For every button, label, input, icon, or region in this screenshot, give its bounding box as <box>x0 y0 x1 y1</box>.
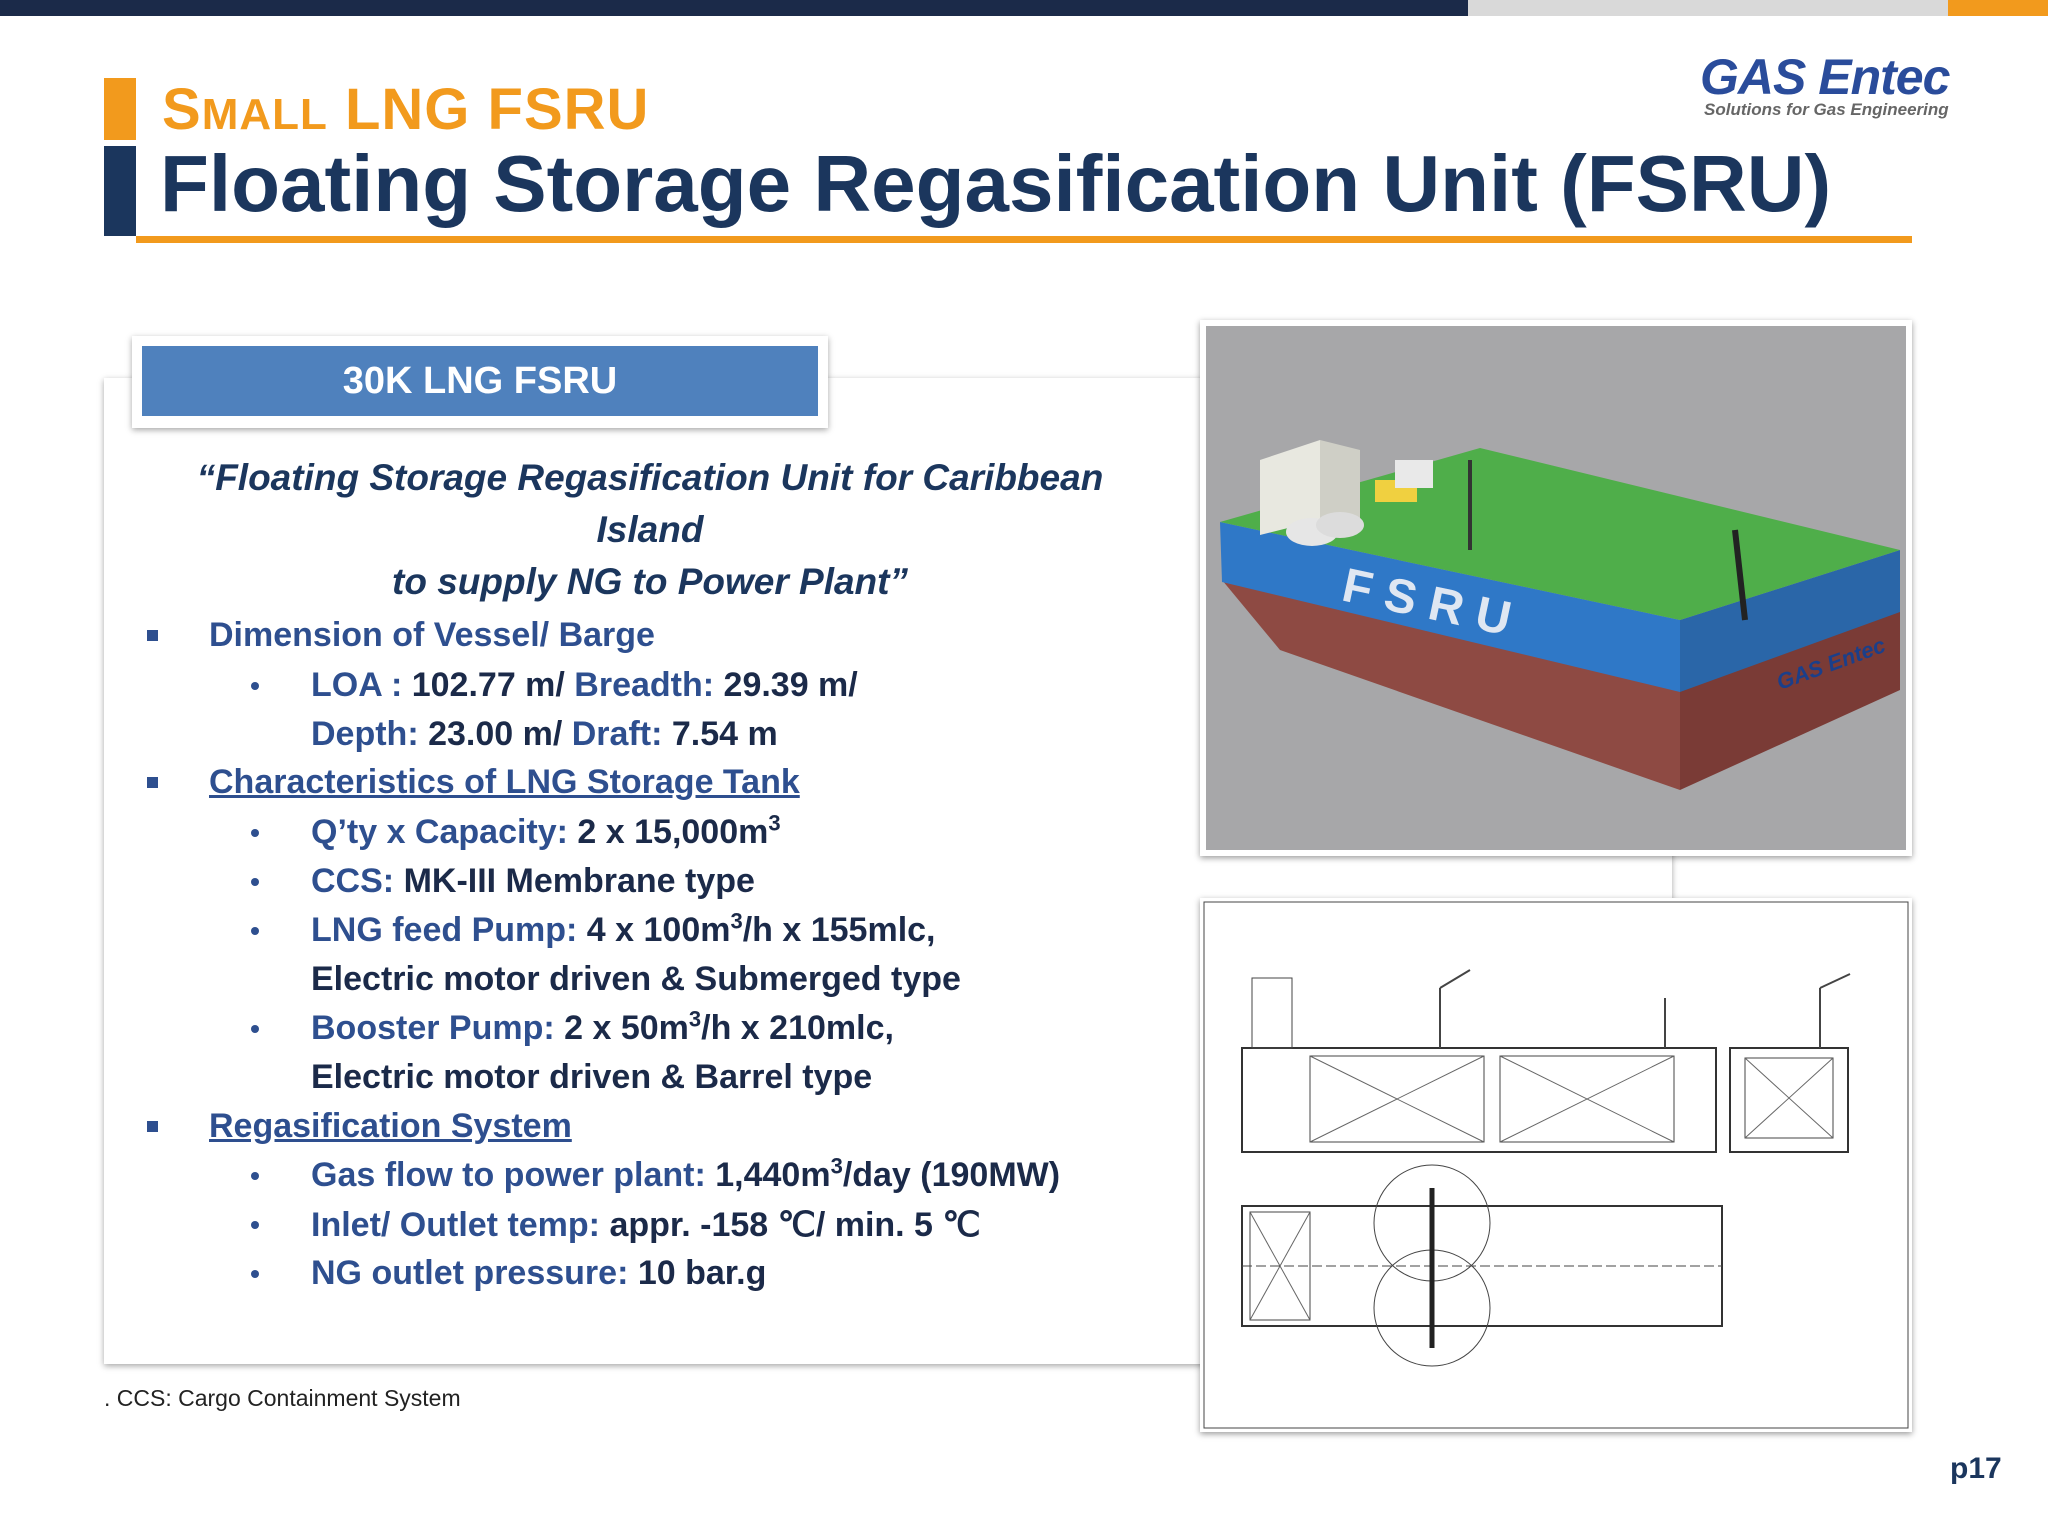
bullet-dot <box>251 927 259 935</box>
spec-outlet-pressure: NG outlet pressure: 10 bar.g <box>311 1254 767 1292</box>
title-underline <box>136 236 1912 243</box>
panel-header: 30K LNG FSRU <box>142 346 818 416</box>
tank-heading: Characteristics of LNG Storage Tank <box>209 763 800 801</box>
logo-wordmark: GAS Entec <box>1700 49 1950 105</box>
slide-subtitle: SMALL LNG FSRU <box>162 77 650 142</box>
bullet-square <box>147 777 158 788</box>
bullet-dot <box>251 682 259 690</box>
subtitle-accent <box>104 78 136 140</box>
fsru-render-svg: F S R U GAS Entec <box>1206 326 1906 850</box>
bullet-dot <box>251 878 259 886</box>
general-arrangement-drawing <box>1200 898 1912 1432</box>
bullet-square <box>147 1121 158 1132</box>
top-bar-navy <box>0 0 1468 16</box>
bullet-dot <box>251 1172 259 1180</box>
bullet-dot <box>251 1025 259 1033</box>
spec-gas-flow: Gas flow to power plant: 1,440m3/day (19… <box>311 1153 1061 1194</box>
spec-booster-pump: Booster Pump: 2 x 50m3/h x 210mlc, <box>311 1006 894 1047</box>
dimension-heading: Dimension of Vessel/ Barge <box>209 616 655 654</box>
spec-loa-breadth: LOA : 102.77 m/ Breadth: 29.39 m/ <box>311 666 858 704</box>
title-accent <box>104 146 136 236</box>
bullet-dot <box>251 1221 259 1229</box>
spec-feed-pump-type: Electric motor driven & Submerged type <box>311 960 961 998</box>
quote-line-2: to supply NG to Power Plant” <box>392 561 908 602</box>
footnote: . CCS: Cargo Containment System <box>104 1385 461 1411</box>
bullet-dot <box>251 829 259 837</box>
spec-depth-draft: Depth: 23.00 m/ Draft: 7.54 m <box>311 715 778 753</box>
quote-line-1: “Floating Storage Regasification Unit fo… <box>196 457 1104 550</box>
bullet-dot <box>251 1270 259 1278</box>
bullet-square <box>147 630 158 641</box>
drawing-svg <box>1203 901 1909 1429</box>
spec-qty-capacity: Q’ty x Capacity: 2 x 15,000m3 <box>311 810 781 851</box>
spec-ccs: CCS: MK-III Membrane type <box>311 862 755 900</box>
spec-feed-pump: LNG feed Pump: 4 x 100m3/h x 155mlc, <box>311 908 936 949</box>
fsru-render-image: F S R U GAS Entec <box>1200 320 1912 856</box>
spec-booster-pump-type: Electric motor driven & Barrel type <box>311 1058 873 1096</box>
project-quote: “Floating Storage Regasification Unit fo… <box>150 452 1150 608</box>
top-bar-grey <box>1468 0 1948 16</box>
top-bar-orange <box>1948 0 2048 16</box>
page-number: p17 <box>1950 1452 2002 1485</box>
logo-tagline: Solutions for Gas Engineering <box>1704 100 1949 119</box>
regas-heading: Regasification System <box>209 1107 572 1145</box>
company-logo: GAS Entec Solutions for Gas Engineering <box>1700 48 1980 128</box>
slide-title: Floating Storage Regasification Unit (FS… <box>160 139 1832 228</box>
spec-temperature: Inlet/ Outlet temp: appr. -158 ℃/ min. 5… <box>311 1206 981 1244</box>
